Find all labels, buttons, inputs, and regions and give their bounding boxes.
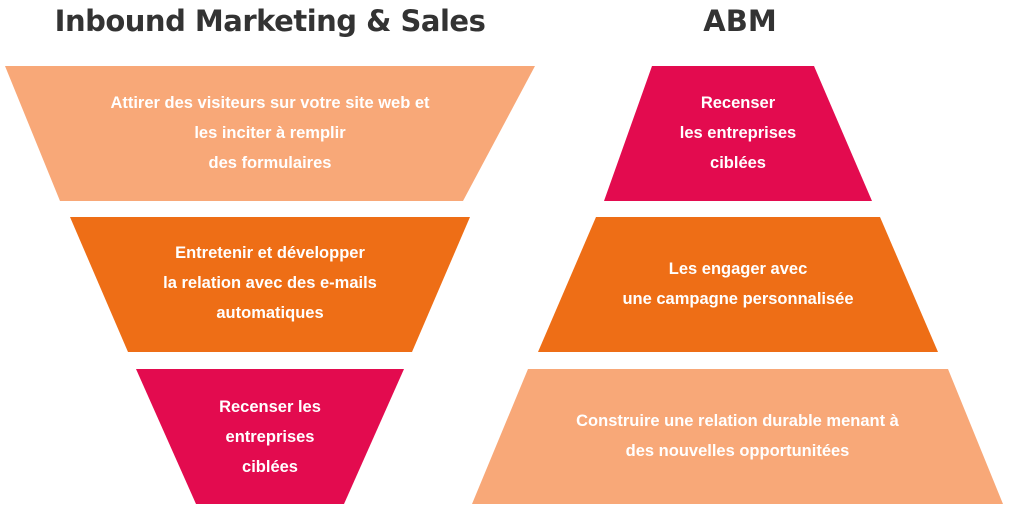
inbound-stage-1-label: Attirer des visiteurs sur votre site web… (20, 88, 520, 178)
label-line: Recenser (700, 94, 776, 112)
label-line: les entreprises (679, 124, 797, 142)
abm-stage-2-label: Les engager avec une campagne personnali… (538, 254, 938, 314)
label-line: automatiques (216, 304, 324, 322)
label-line: Attirer des visiteurs sur votre site web… (110, 94, 430, 112)
label-line: une campagne personnalisée (622, 290, 854, 308)
abm-stage-3-label: Construire une relation durable menant à… (472, 406, 1003, 466)
label-line: des formulaires (208, 154, 332, 172)
label-line: Construire une relation durable menant à (576, 412, 899, 430)
abm-stage-2-shape (538, 217, 938, 352)
label-line: Les engager avec (668, 260, 808, 278)
inbound-stage-3-shape (136, 369, 404, 504)
label-line: des nouvelles opportunitées (625, 442, 850, 460)
label-line: ciblées (242, 458, 298, 476)
abm-stage-1-label: Recenser les entreprises ciblées (604, 88, 872, 178)
inbound-stage-3-label: Recenser les entreprises ciblées (136, 392, 404, 482)
label-line: Recenser les (219, 398, 321, 416)
label-line: Entretenir et développer (175, 244, 365, 262)
abm-stage-3-shape (472, 369, 1003, 504)
abm-title: ABM (703, 4, 777, 38)
inbound-stage-2-shape (70, 217, 470, 352)
label-line: les inciter à remplir (194, 124, 346, 142)
label-line: ciblées (710, 154, 766, 172)
abm-stage-1-shape (604, 66, 872, 201)
inbound-title: Inbound Marketing & Sales (54, 4, 486, 38)
label-line: entreprises (225, 428, 315, 446)
inbound-stage-1-shape (5, 66, 535, 201)
label-line: la relation avec des e-mails (163, 274, 377, 292)
inbound-stage-2-label: Entretenir et développer la relation ave… (70, 238, 470, 328)
